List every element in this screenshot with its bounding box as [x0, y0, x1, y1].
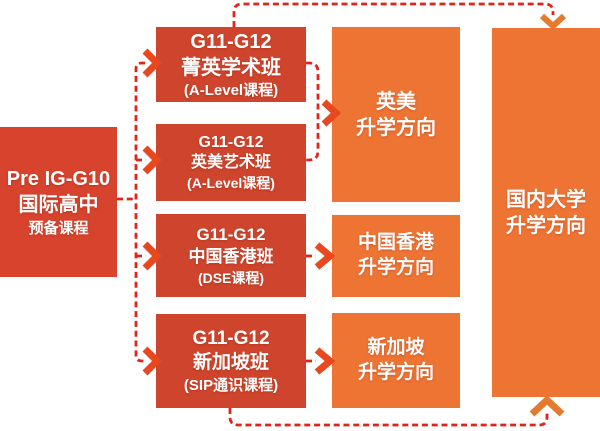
entry-box-pre-ig: Pre IG-G10 国际高中 预备课程	[0, 127, 117, 277]
program-box-singapore: G11-G12 新加坡班 (SIP通识课程)	[156, 314, 306, 408]
arrow-up-icon	[529, 395, 565, 417]
final-region: 国内大学	[506, 188, 586, 211]
program-grade: G11-G12	[198, 133, 264, 151]
program-curriculum: (SIP通识课程)	[183, 376, 279, 394]
arrow-down-icon	[539, 13, 567, 31]
program-name: 新加坡班	[192, 352, 269, 374]
program-grade: G11-G12	[196, 225, 266, 245]
program-curriculum: (A-Level课程)	[183, 81, 279, 99]
destination-region: 新加坡	[367, 336, 425, 358]
program-box-elite-academic: G11-G12 菁英学术班 (A-Level课程)	[156, 27, 306, 102]
connector-trunk	[134, 61, 146, 363]
program-curriculum: (A-Level课程)	[187, 175, 275, 192]
program-box-uk-us-art: G11-G12 英美艺术班 (A-Level课程)	[156, 124, 306, 201]
entry-title-zh: 国际高中	[18, 193, 99, 216]
program-name: 菁英学术班	[181, 56, 281, 79]
program-name: 中国香港班	[188, 247, 274, 267]
destination-label: 升学方向	[356, 116, 436, 139]
final-box-domestic-university: 国内大学 升学方向	[492, 28, 600, 397]
destination-label: 升学方向	[357, 361, 434, 383]
program-grade: G11-G12	[192, 327, 270, 349]
destination-region: 英美	[376, 90, 416, 113]
destination-label: 升学方向	[357, 257, 434, 278]
entry-title-en: Pre IG-G10	[6, 167, 111, 190]
arrow-right-icon	[314, 242, 336, 270]
program-box-hongkong: G11-G12 中国香港班 (DSE课程)	[156, 214, 306, 297]
connector-top-route	[232, 2, 555, 27]
program-curriculum: (DSE课程)	[197, 269, 265, 286]
program-grade: G11-G12	[190, 30, 272, 53]
connector-bottom-route	[228, 408, 549, 427]
destination-box-uk-us: 英美 升学方向	[332, 27, 460, 202]
destination-box-hongkong: 中国香港 升学方向	[332, 215, 460, 297]
connector-bracket-uk-us	[306, 61, 320, 162]
arrow-right-icon	[314, 347, 336, 375]
final-label: 升学方向	[506, 214, 586, 237]
destination-box-singapore: 新加坡 升学方向	[332, 313, 460, 408]
entry-subtitle: 预备课程	[28, 219, 89, 237]
destination-region: 中国香港	[357, 232, 434, 254]
program-name: 英美艺术班	[190, 154, 271, 172]
